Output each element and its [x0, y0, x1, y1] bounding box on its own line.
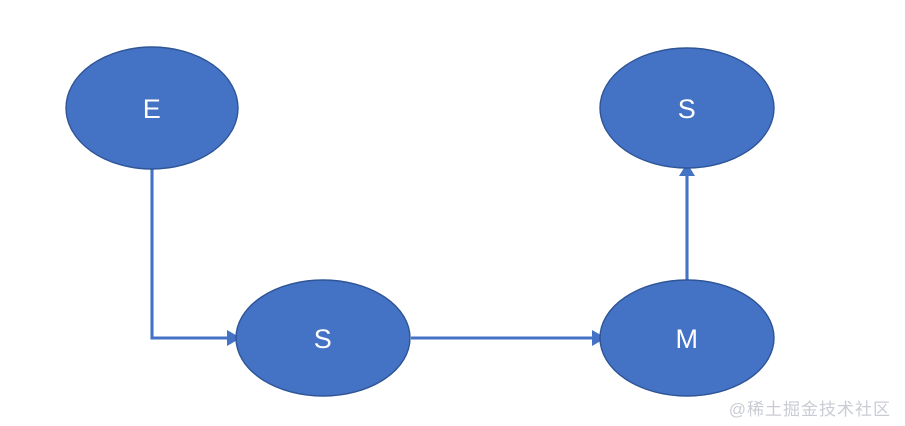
node-e-shape	[65, 46, 239, 170]
node-s-top-shape	[599, 47, 775, 169]
node-m[interactable]: M	[599, 279, 775, 397]
node-e-label: E	[143, 94, 162, 124]
connector-s-to-m[interactable]	[411, 330, 606, 346]
node-m-shape	[599, 279, 775, 397]
connector-e-to-s[interactable]	[150, 167, 241, 346]
connector-m-to-s[interactable]	[679, 163, 695, 280]
node-s-top[interactable]: S	[599, 47, 775, 169]
connector-e-to-s-line	[150, 167, 227, 340]
node-m-label: M	[676, 324, 699, 354]
watermark: @稀土掘金技术社区	[728, 400, 891, 419]
node-s-top-label: S	[678, 94, 697, 124]
arrowhead-s-to-m	[592, 330, 606, 346]
node-s-bottom-label: S	[314, 324, 333, 354]
node-e[interactable]: E	[65, 46, 239, 170]
node-s-bottom-shape	[235, 279, 411, 397]
arrowhead-m-to-s	[679, 163, 695, 176]
node-s-bottom[interactable]: S	[235, 279, 411, 397]
arrowhead-e-to-s	[227, 330, 241, 346]
